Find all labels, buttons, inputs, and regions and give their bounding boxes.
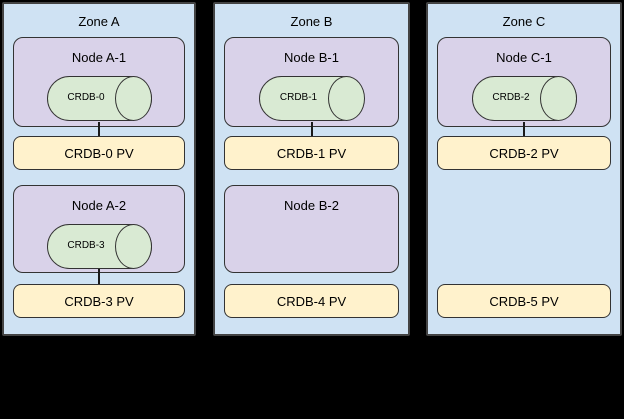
node-title: Node A-2 [71,198,127,213]
zone-a: Zone A Node A-1 CRDB-0 CRDB-0 PV Node A-… [2,2,196,336]
pv-crdb-3: CRDB-3 PV [13,284,185,318]
node-b1: Node B-1 CRDB-1 [224,37,399,127]
cylinder-cap [115,223,152,269]
cylinder-cap [115,75,152,121]
pod-cylinder-crdb-0: CRDB-0 [46,75,152,121]
zone-b: Zone B Node B-1 CRDB-1 CRDB-1 PV Node B-… [213,2,410,336]
node-b2: Node B-2 [224,185,399,273]
pod-label: CRDB-0 [67,92,105,103]
node-a1: Node A-1 CRDB-0 [13,37,185,127]
zone-title: Zone B [290,14,333,29]
pod-label: CRDB-3 [67,240,105,251]
pv-crdb-0: CRDB-0 PV [13,136,185,170]
cylinder-cap [327,75,365,121]
pod-cylinder-crdb-1: CRDB-1 [259,75,365,121]
pv-crdb-4: CRDB-4 PV [224,284,399,318]
node-c1: Node C-1 CRDB-2 [437,37,611,127]
node-a2: Node A-2 CRDB-3 [13,185,185,273]
zone-c: Zone C Node C-1 CRDB-2 CRDB-2 PV CRDB-5 … [426,2,622,336]
pod-pv-connector [98,122,100,138]
pod-pv-connector [98,269,100,286]
zone-title: Zone A [78,14,120,29]
pod-label: CRDB-2 [492,92,530,103]
pv-crdb-2: CRDB-2 PV [437,136,611,170]
pv-crdb-1: CRDB-1 PV [224,136,399,170]
cylinder-cap [540,75,577,121]
pod-pv-connector [310,122,313,138]
node-title: Node B-2 [284,198,339,213]
pod-cylinder-crdb-2: CRDB-2 [471,75,577,121]
node-title: Node C-1 [496,50,552,65]
pod-pv-connector [523,122,525,138]
node-title: Node A-1 [71,50,127,65]
zone-title: Zone C [502,14,546,29]
pod-label: CRDB-1 [279,92,318,103]
pod-cylinder-crdb-3: CRDB-3 [46,223,152,269]
node-title: Node B-1 [284,50,339,65]
pv-crdb-5: CRDB-5 PV [437,284,611,318]
